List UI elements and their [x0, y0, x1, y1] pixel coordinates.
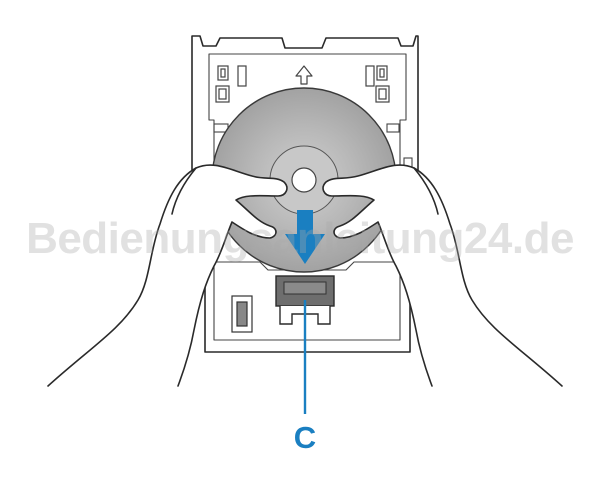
tray-slot-left	[215, 65, 247, 103]
right-hand	[322, 164, 563, 387]
tray-up-arrow-icon	[295, 65, 313, 85]
tray-lower-left-latch	[231, 295, 253, 333]
push-down-arrow-icon	[285, 210, 325, 264]
disc-center-hole	[291, 167, 317, 193]
callout-label-c: C	[293, 420, 317, 455]
tray-slot-right	[365, 65, 390, 103]
left-hand	[47, 164, 288, 387]
